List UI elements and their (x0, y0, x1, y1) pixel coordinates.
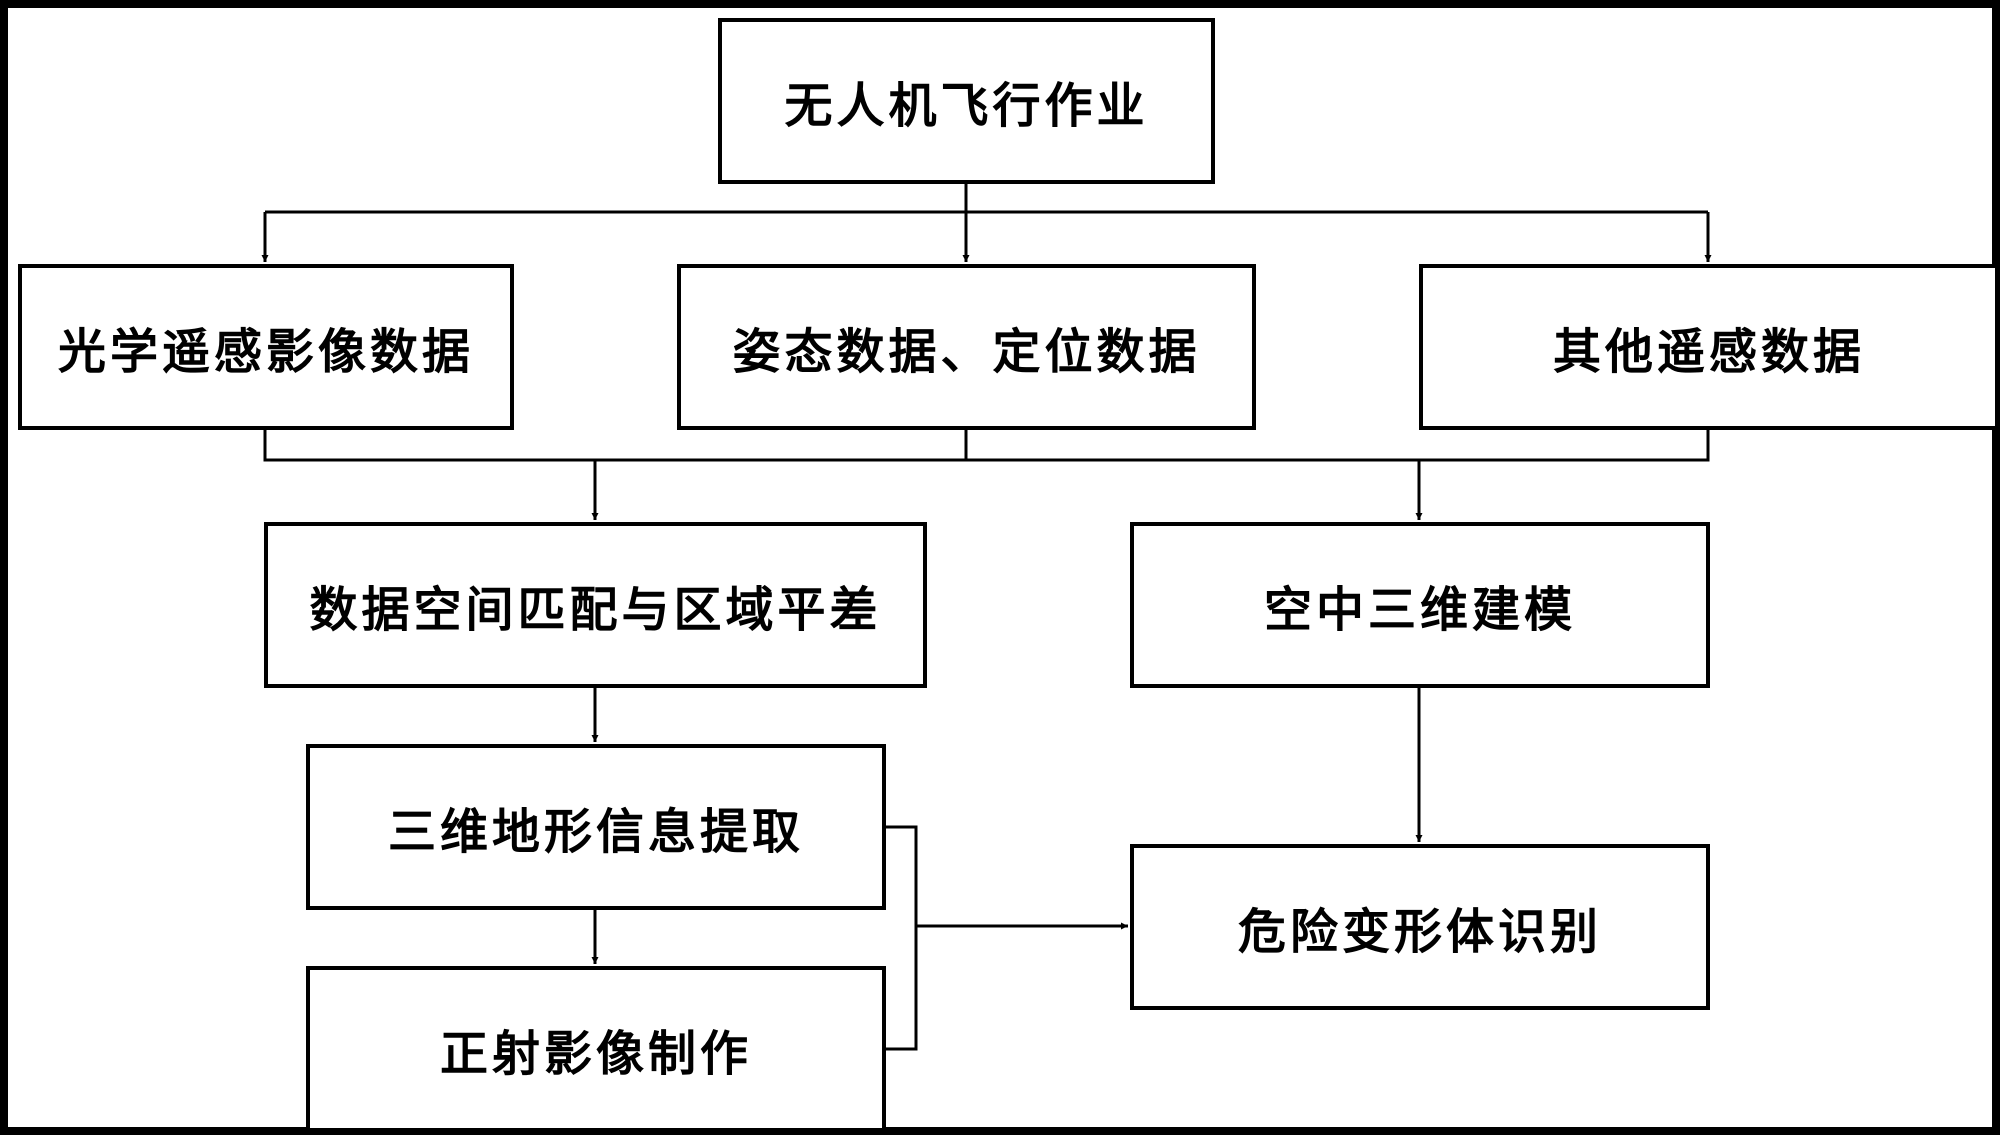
node-3d-terrain-extraction: 三维地形信息提取 (306, 744, 886, 910)
node-attitude-positioning-data: 姿态数据、定位数据 (677, 264, 1256, 430)
node-optical-remote-sensing: 光学遥感影像数据 (18, 264, 514, 430)
node-uav-flight-operation: 无人机飞行作业 (718, 18, 1215, 184)
node-hazard-identification: 危险变形体识别 (1130, 844, 1710, 1010)
connector-merge-bus (263, 430, 1710, 462)
connector-output-bracket (886, 825, 918, 1051)
node-orthophoto-production: 正射影像制作 (306, 966, 886, 1132)
node-aerial-3d-modeling: 空中三维建模 (1130, 522, 1710, 688)
node-spatial-matching: 数据空间匹配与区域平差 (264, 522, 927, 688)
node-other-remote-sensing: 其他遥感数据 (1419, 264, 1999, 430)
connector-layer (261, 184, 1712, 1051)
